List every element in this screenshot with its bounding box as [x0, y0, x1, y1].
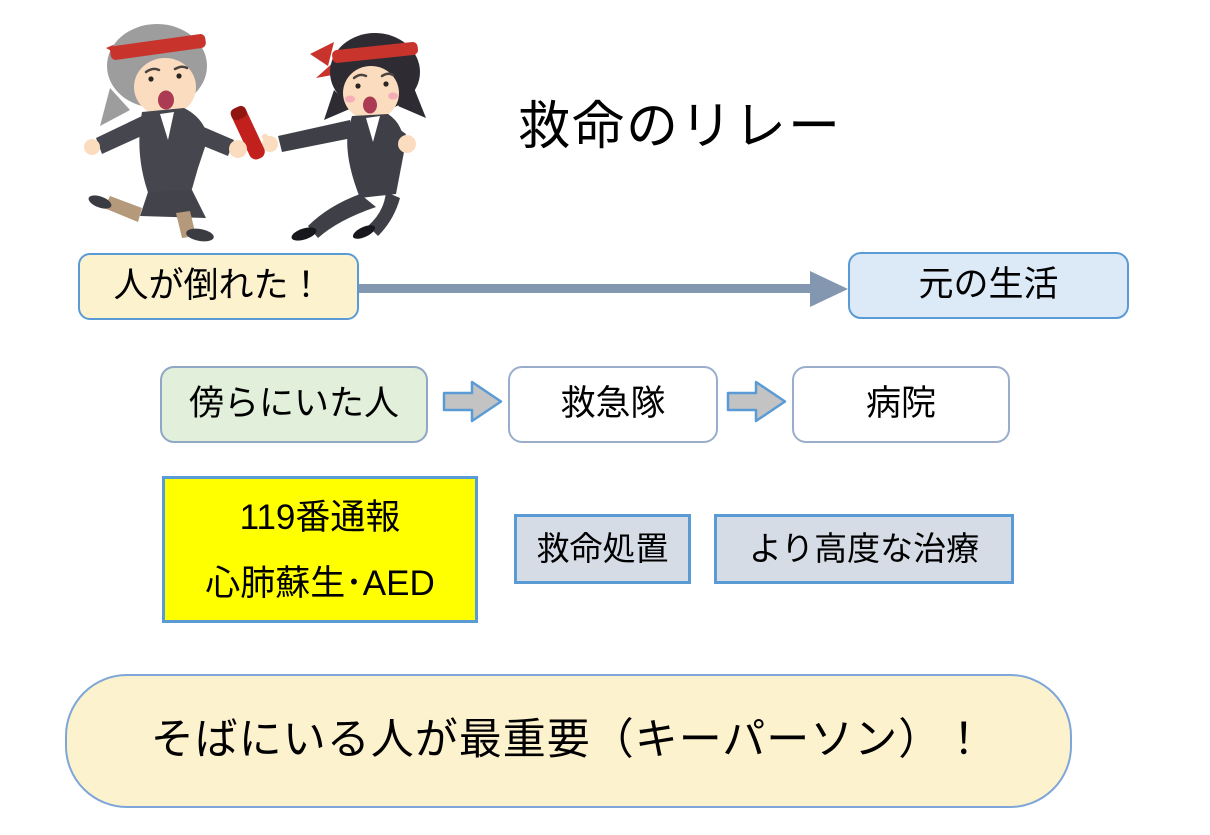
flow-arrow-icon — [359, 284, 812, 293]
chain-box-bystander: 傍らにいた人 — [160, 366, 428, 443]
page-title: 救命のリレー — [517, 98, 842, 156]
chain-arrow-1-icon — [442, 380, 503, 423]
chain-box-ems: 救急隊 — [508, 366, 718, 443]
hospital-action-box: より高度な治療 — [714, 514, 1014, 584]
event-box: 人が倒れた！ — [78, 253, 359, 320]
flow-arrow-head-icon — [810, 271, 848, 307]
bystander-action-call119: 119番通報 — [239, 498, 401, 537]
runner-passer-icon — [84, 24, 265, 242]
goal-box: 元の生活 — [848, 252, 1129, 319]
bystander-action-cpr-aed: 心肺蘇生･AED — [205, 564, 435, 603]
runner-receiver-icon — [261, 33, 426, 241]
key-message-banner: そばにいる人が最重要（キーパーソン）！ — [65, 674, 1072, 808]
ems-action-box: 救命処置 — [514, 514, 691, 584]
chain-arrow-2-icon — [726, 380, 787, 423]
relay-baton-pass-illustration — [84, 24, 426, 242]
bystander-actions-box: 119番通報 心肺蘇生･AED — [162, 476, 478, 623]
chain-box-hospital: 病院 — [792, 366, 1010, 443]
baton-icon — [230, 105, 265, 160]
